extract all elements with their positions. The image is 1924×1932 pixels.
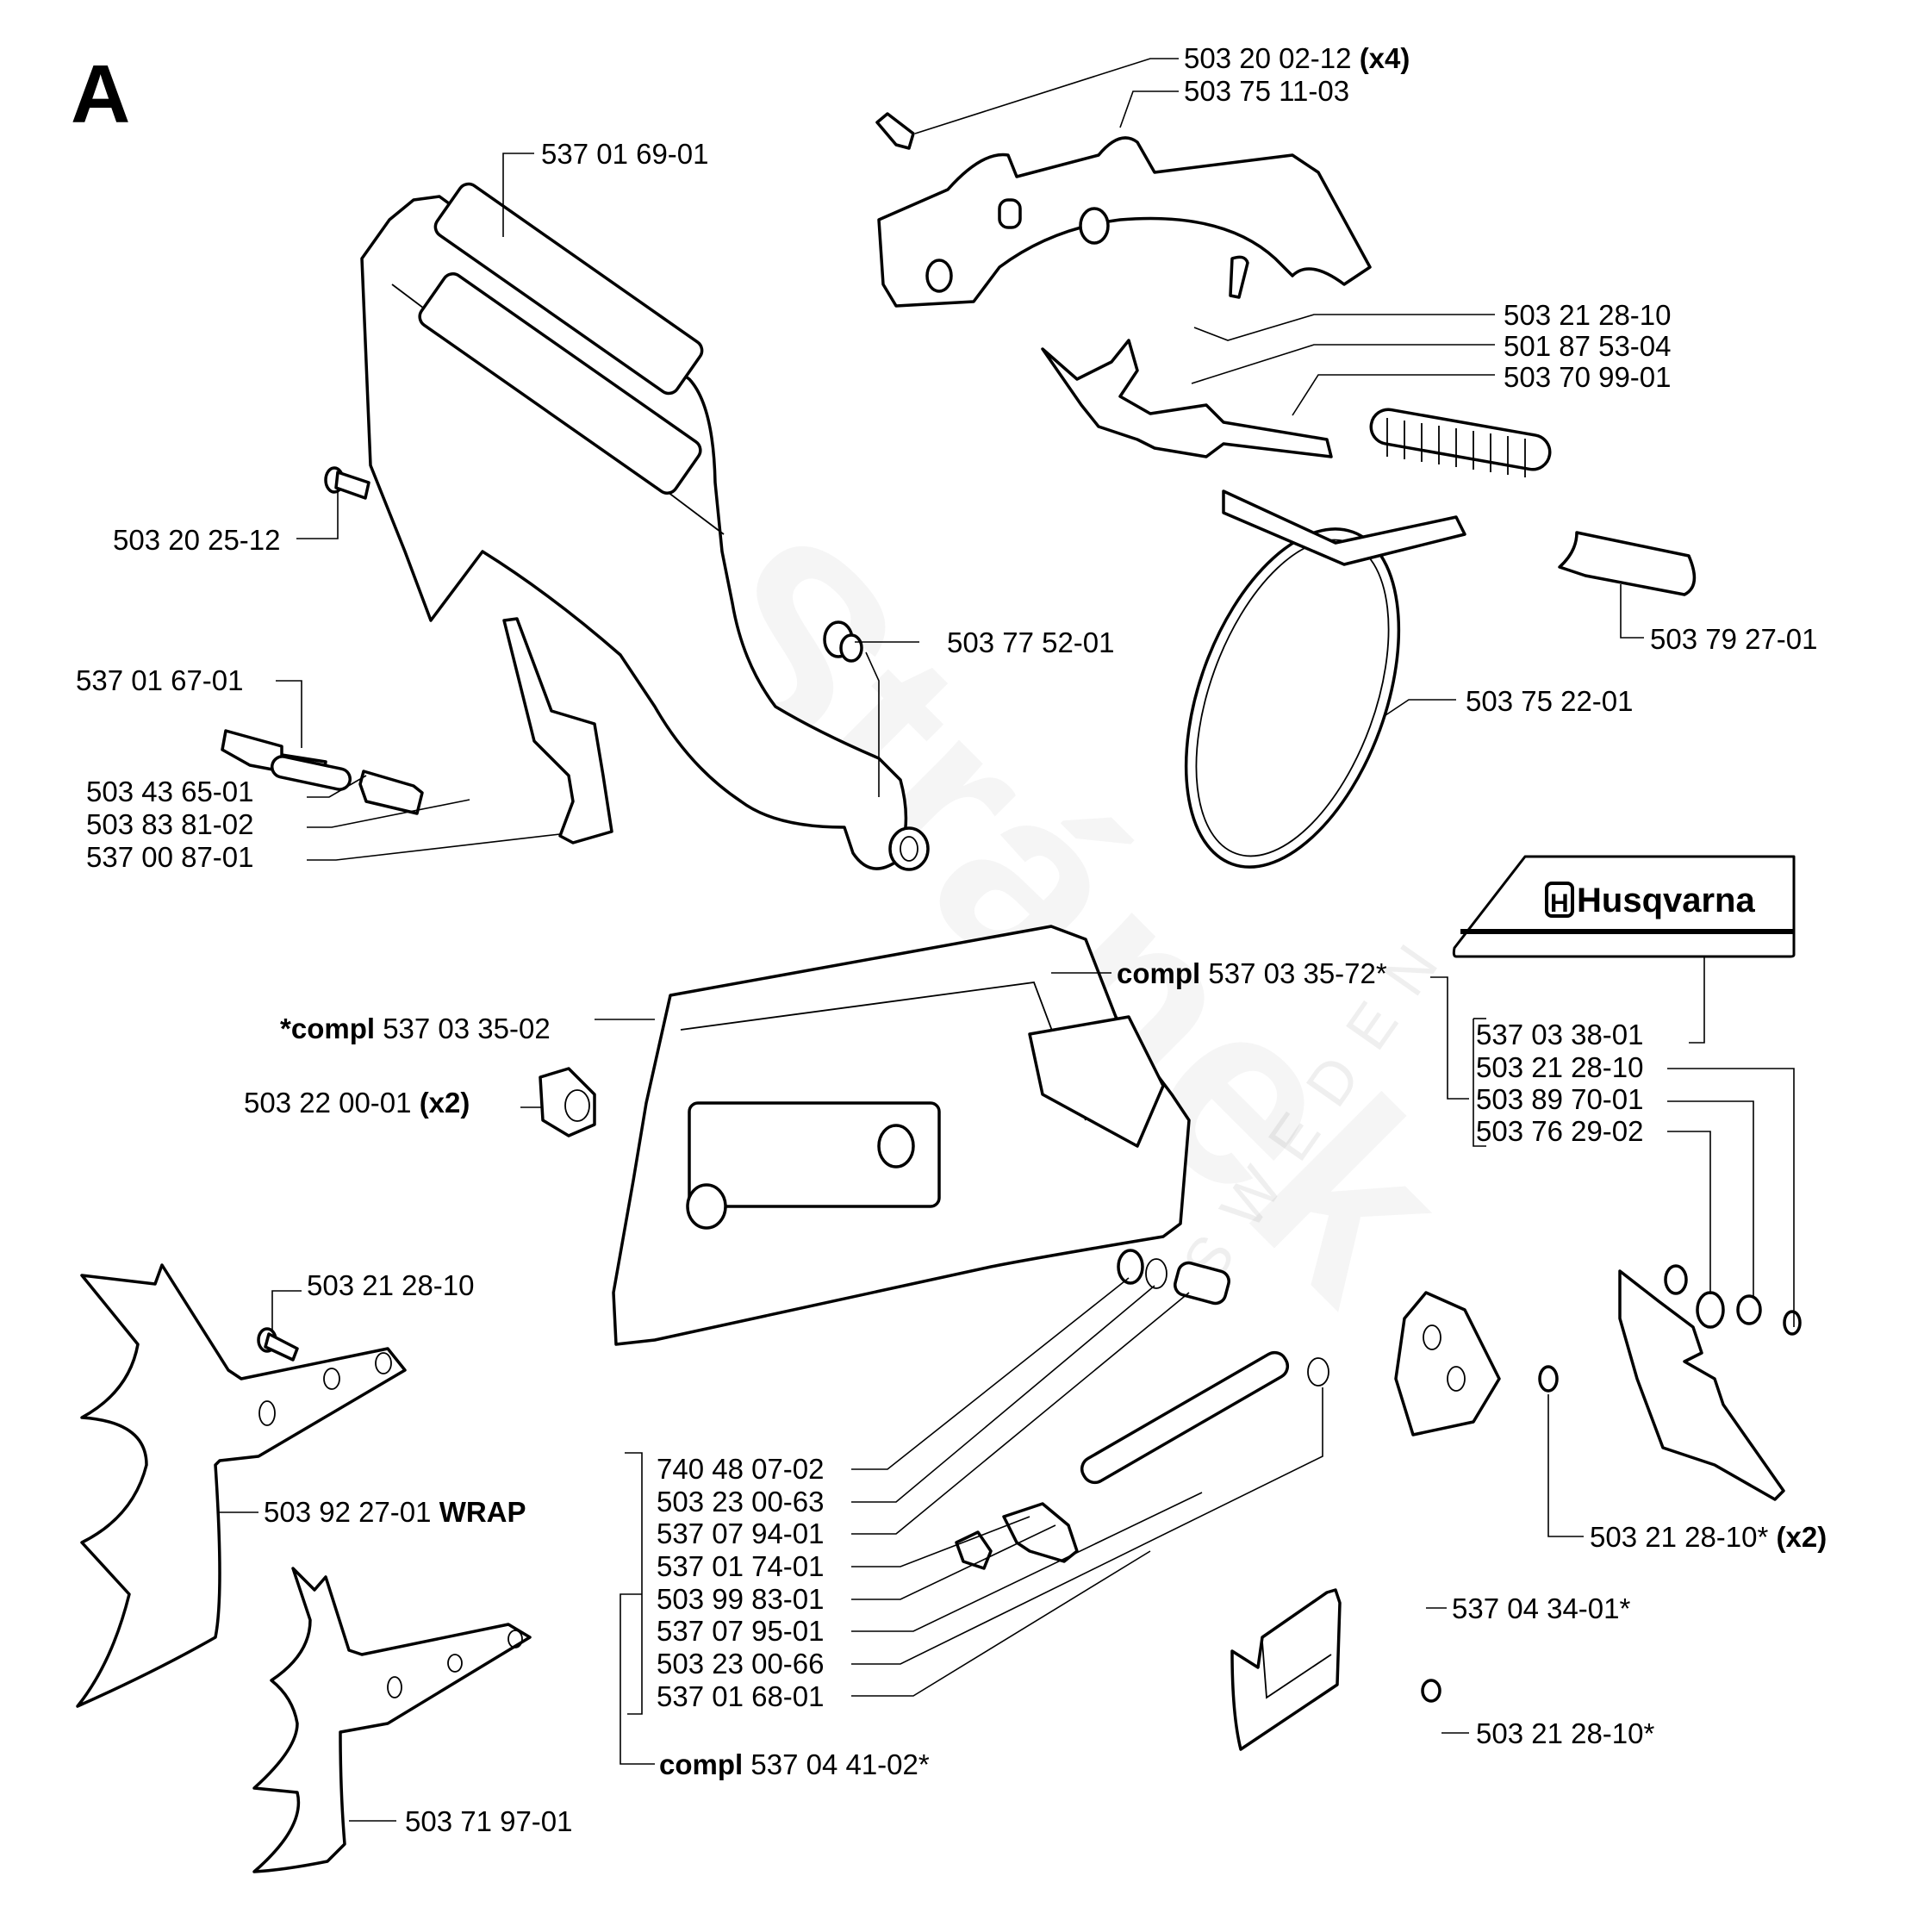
section-letter: A (71, 48, 130, 140)
label-bumper-spike: 503 71 97-01 (405, 1805, 573, 1837)
label-tensioner-item: 503 23 00-63 (657, 1486, 825, 1518)
guide-plate-drawing (1230, 1588, 1441, 1751)
label-bushing: 503 77 52-01 (947, 626, 1115, 658)
label-decal-group-item: 537 03 38-01 (1476, 1019, 1644, 1050)
band-lock-drawing (1558, 531, 1697, 596)
label-nut-x2: 503 22 00-01 (x2) (244, 1087, 470, 1119)
leader-lines (217, 58, 1795, 1822)
label-screw-bumper: 503 21 28-10 (307, 1269, 475, 1301)
tensioner-drawing (955, 1249, 1329, 1570)
label-screw-x4: 503 20 02-12 (x4) (1184, 42, 1410, 74)
label-brake-spring: 503 70 99-01 (1504, 361, 1672, 393)
label-screw-x2: 503 21 28-10* (x2) (1590, 1521, 1827, 1553)
label-chain-brake-handle: 537 01 69-01 (541, 138, 709, 170)
label-tensioner-item: 503 23 00-66 (657, 1648, 825, 1680)
label-small-spring: 503 43 65-01 (86, 776, 254, 807)
brake-spring-drawing (1369, 408, 1552, 477)
brake-band-drawing (1184, 489, 1466, 869)
trigger-lever-drawing (502, 617, 613, 844)
label-brake-band: 503 75 22-01 (1466, 685, 1634, 717)
label-knee-bracket: 537 01 67-01 (76, 664, 244, 696)
label-decal-group-item: 503 21 28-10 (1476, 1051, 1644, 1083)
chain-brake-handle-drawing (360, 182, 930, 871)
brake-lever-drawing (1041, 255, 1333, 458)
brake-cover-drawing (877, 136, 1372, 308)
label-band-lock: 503 79 27-01 (1650, 623, 1818, 655)
screw-handle-drawing (324, 466, 370, 500)
label-tensioner-item: 503 99 83-01 (657, 1583, 825, 1615)
screw-drawing (875, 112, 915, 150)
bumper-spike-drawing (252, 1567, 532, 1873)
label-tensioner-item: 537 07 94-01 (657, 1518, 825, 1549)
label-bumper-wrap: 503 92 27-01 WRAP (264, 1496, 526, 1528)
label-cover-compl-72: compl 537 03 35-72* (1117, 957, 1387, 989)
part-labels: 537 01 69-01 503 20 02-12 (x4) 503 75 11… (76, 42, 1827, 1837)
label-screw-lever: 503 21 28-10 (1504, 299, 1672, 331)
clutch-cover-drawing (612, 925, 1191, 1346)
label-screw-handle: 503 20 25-12 (113, 524, 281, 556)
label-tensioner-item: 537 01 68-01 (657, 1680, 825, 1712)
label-brake-cover: 503 75 11-03 (1184, 75, 1349, 107)
nut-drawing (539, 1067, 596, 1137)
label-brake-lever: 501 87 53-04 (1504, 330, 1672, 362)
label-block: 503 83 81-02 (86, 808, 254, 840)
svg-text:H: H (1550, 889, 1569, 918)
label-tensioner-compl: compl 537 04 41-02* (659, 1748, 930, 1780)
label-decal-group-item: 503 76 29-02 (1476, 1115, 1644, 1147)
decal-brand-text: Husqvarna (1577, 882, 1755, 919)
label-decal-group-item: 503 89 70-01 (1476, 1083, 1644, 1115)
label-tensioner-item: 537 07 95-01 (657, 1615, 825, 1647)
label-tensioner-item: 537 01 74-01 (657, 1550, 825, 1582)
small-spring-drawing (270, 755, 352, 791)
husqvarna-decal: H Husqvarna (1452, 855, 1796, 958)
label-screw-plate: 503 21 28-10* (1476, 1717, 1655, 1749)
watermark: Stránek SWEDEN (1169, 912, 1465, 1294)
label-guide-plate: 537 04 34-01* (1452, 1592, 1631, 1624)
adjuster-plate-drawing (1394, 1291, 1559, 1437)
chain-guard-drawing (1618, 1264, 1802, 1501)
label-cover-compl-02: *compl 537 03 35-02 (280, 1013, 551, 1044)
label-trigger-lever: 537 00 87-01 (86, 841, 254, 873)
bumper-wrap-drawing (76, 1263, 407, 1708)
husqvarna-logo-icon: H (1545, 882, 1574, 918)
label-tensioner-item: 740 48 07-02 (657, 1453, 825, 1485)
block-drawing (358, 770, 424, 815)
